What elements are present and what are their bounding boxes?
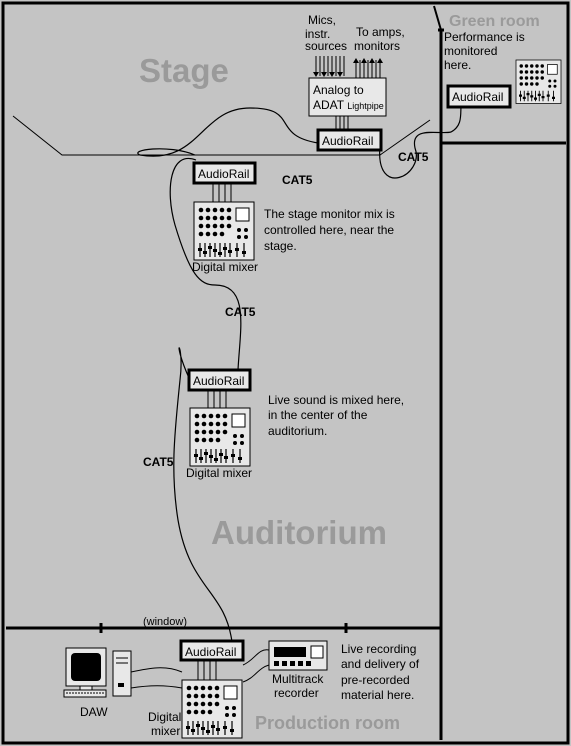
- audiorail-stage: AudioRail: [316, 128, 383, 152]
- svg-text:AudioRail: AudioRail: [193, 374, 244, 388]
- inputs-label: Mics, instr. sources: [305, 13, 347, 53]
- window-label: (window): [143, 616, 187, 628]
- audiorail-production: AudioRail: [179, 639, 245, 662]
- stage-io-arrows: [315, 56, 381, 78]
- production-room-label: Production room: [255, 713, 400, 733]
- cat5-label-1: CAT5: [398, 150, 429, 164]
- production-mixer-label: Digital mixer: [148, 710, 185, 738]
- digital-mixer-stage: [193, 201, 255, 261]
- cat5-cables: [137, 89, 471, 643]
- adat-converter: [308, 77, 387, 117]
- multitrack-recorder-icon: [268, 640, 328, 671]
- svg-text:AudioRail: AudioRail: [322, 134, 373, 148]
- stage-mixer-label: Digital mixer: [192, 260, 258, 274]
- live-sound-note: Live sound is mixed here, in the center …: [268, 393, 407, 438]
- svg-text:AudioRail: AudioRail: [185, 645, 236, 659]
- daw-label: DAW: [80, 705, 108, 719]
- svg-text:AudioRail: AudioRail: [198, 167, 249, 181]
- green-room-label: Green room: [449, 13, 540, 30]
- converter-label-2: ADAT Lightpipe: [313, 98, 384, 112]
- cat5-label-4: CAT5: [143, 455, 174, 469]
- converter-label-1: Analog to: [313, 83, 364, 97]
- stage-edge: [12, 115, 431, 156]
- green-room-door: [433, 5, 442, 31]
- auditorium-label: Auditorium: [211, 514, 387, 551]
- auditorium-mixer-label: Digital mixer: [186, 466, 252, 480]
- audiorail-stage-monitor: AudioRail: [192, 161, 257, 185]
- stage-mix-note: The stage monitor mix is controlled here…: [264, 207, 398, 253]
- audiorail-auditorium: AudioRail: [187, 368, 252, 392]
- outputs-label: To amps, monitors: [354, 25, 408, 53]
- digital-mixer-auditorium: [189, 407, 251, 467]
- digital-mixer-production: [181, 679, 243, 739]
- daw-computer-icon: [63, 647, 132, 698]
- audiorail-green-room: AudioRail: [446, 84, 512, 109]
- production-note: Live recording and delivery of pre-recor…: [341, 642, 422, 702]
- recorder-label: Multitrack recorder: [272, 672, 327, 700]
- green-room-note: Performance is monitored here.: [444, 30, 528, 72]
- svg-text:AudioRail: AudioRail: [452, 90, 503, 104]
- green-room-monitor: [515, 59, 562, 104]
- cat5-label-2: CAT5: [282, 173, 313, 187]
- cat5-label-3: CAT5: [225, 305, 256, 319]
- stage-label: Stage: [139, 52, 229, 89]
